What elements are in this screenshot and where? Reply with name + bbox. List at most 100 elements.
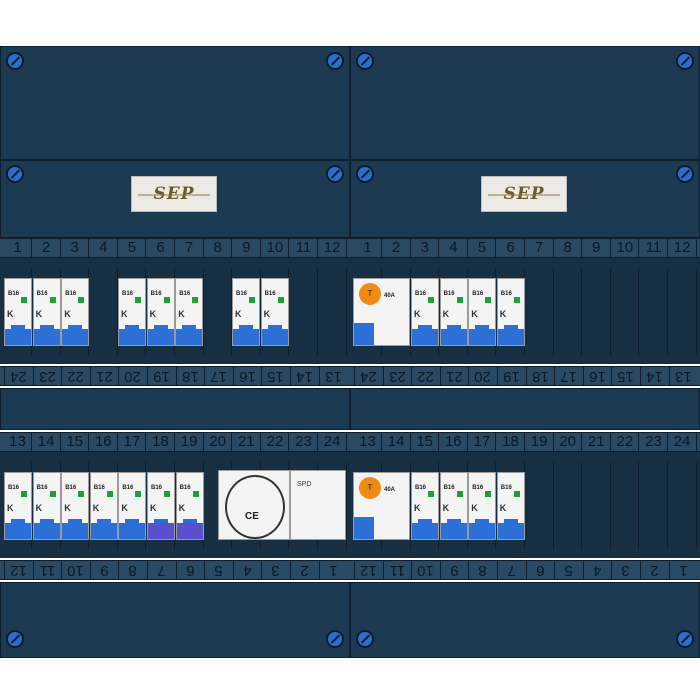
indicator-icon — [21, 491, 27, 497]
rail-slot — [669, 268, 697, 356]
breaker-rating: B16 — [415, 291, 427, 297]
test-button[interactable]: T — [359, 283, 381, 305]
indicator-icon — [456, 297, 463, 303]
slot-number: 4 — [232, 561, 261, 579]
approval-mark-icon: K — [7, 309, 14, 319]
slot-number: 19 — [176, 433, 204, 451]
slot-number: 11 — [290, 239, 318, 257]
slot-number: 14 — [33, 433, 61, 451]
breaker-base — [33, 523, 60, 539]
test-button[interactable]: T — [359, 477, 381, 499]
slot-number: 14 — [640, 367, 668, 385]
slot-number: 10 — [411, 561, 440, 579]
breaker-rating: B16 — [65, 485, 77, 491]
breaker-rating: B16 — [8, 485, 20, 491]
rail-slot — [290, 268, 318, 356]
indicator-icon — [106, 491, 113, 497]
slot-number: 1 — [354, 239, 382, 257]
approval-mark-icon: K — [499, 503, 507, 513]
slot-number: 3 — [411, 239, 440, 257]
slot-number: 12 — [319, 239, 347, 257]
breaker-base — [62, 329, 89, 345]
approval-mark-icon: K — [471, 503, 478, 513]
breaker-rating: B16 — [122, 485, 134, 491]
screw-icon — [326, 630, 344, 648]
slot-number: 22 — [61, 367, 90, 385]
approval-mark-icon: K — [121, 503, 128, 513]
slot-number: 10 — [61, 561, 90, 579]
screw-icon — [326, 165, 344, 183]
sep-logo: SEP — [131, 176, 217, 212]
rail-slot — [90, 268, 118, 356]
approval-mark-icon: K — [64, 503, 71, 513]
approval-mark-icon: K — [121, 309, 128, 319]
screw-icon — [676, 630, 694, 648]
slot-number: 4 — [90, 239, 118, 257]
rail-slot — [204, 268, 233, 356]
slot-number: 20 — [468, 367, 497, 385]
breaker-base — [5, 523, 31, 539]
slot-number: 15 — [61, 433, 90, 451]
breaker-base — [148, 523, 174, 539]
slot-number: 12 — [354, 561, 382, 579]
indicator-icon — [135, 491, 142, 497]
slot-number: 19 — [526, 433, 554, 451]
slot-number: 16 — [232, 367, 261, 385]
slot-number: 7 — [176, 239, 204, 257]
breaker-rating: B16 — [415, 485, 427, 491]
slot-number: 16 — [90, 433, 118, 451]
breaker-base — [119, 523, 146, 539]
approval-mark-icon: K — [35, 309, 43, 319]
indicator-icon — [163, 297, 170, 303]
cover-middle-right — [350, 388, 700, 430]
rcd-toggle[interactable] — [354, 517, 374, 539]
breaker-base — [497, 329, 524, 345]
sep-logo: SEP — [481, 176, 567, 212]
slot-number: 17 — [554, 367, 583, 385]
breaker-base — [176, 523, 203, 539]
approval-mark-icon: K — [35, 503, 43, 513]
slot-number: 6 — [497, 239, 525, 257]
slot-number: 7 — [147, 561, 175, 579]
slot-number: 24 — [4, 367, 32, 385]
slot-number: 9 — [89, 561, 118, 579]
slot-number: 21 — [583, 433, 611, 451]
rail-slot — [319, 462, 347, 550]
slot-number: 13 — [354, 433, 382, 451]
slot-number: 10 — [611, 239, 640, 257]
approval-mark-icon: K — [442, 309, 450, 319]
indicator-icon — [49, 297, 56, 303]
slot-number: 24 — [354, 367, 382, 385]
rcd-toggle[interactable] — [354, 323, 374, 345]
breaker-rating: B16 — [443, 291, 455, 297]
slot-number: 3 — [611, 561, 640, 579]
breaker-base — [261, 329, 288, 345]
slot-number: 5 — [204, 561, 233, 579]
